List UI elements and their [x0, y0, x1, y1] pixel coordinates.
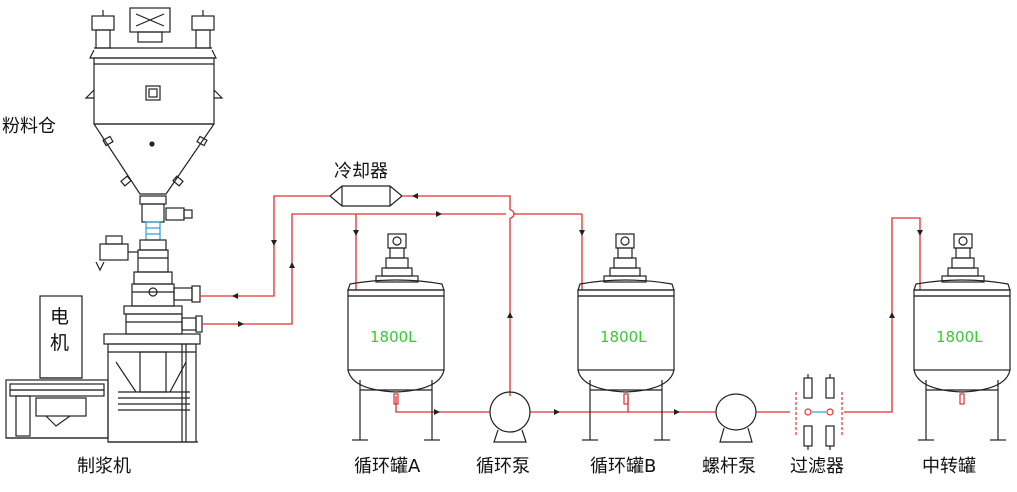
label-tank-b: 循环罐B	[590, 456, 657, 477]
pulper	[103, 271, 203, 443]
circulation-pump	[489, 391, 531, 443]
label-filter: 过滤器	[790, 456, 844, 477]
label-pulper: 制浆机	[77, 456, 131, 477]
label-powder-silo: 粉料仓	[2, 116, 56, 137]
screw-pump	[715, 393, 757, 443]
label-cooler: 冷却器	[334, 161, 388, 182]
tank-a	[347, 233, 445, 441]
filter	[795, 374, 843, 450]
silo-vent-filter-right	[191, 10, 215, 49]
label-tank-a: 循环罐A	[354, 456, 421, 477]
silo-discharge-valve	[95, 195, 193, 273]
transfer-tank-capacity: 1800L	[936, 328, 983, 346]
silo-top-hopper	[129, 7, 171, 43]
silo-vent-filter-left	[91, 10, 115, 49]
tank-b	[577, 233, 675, 441]
label-motor: 电机	[50, 306, 70, 354]
label-circulation-pump: 循环泵	[476, 456, 530, 477]
powder-silo	[84, 7, 224, 195]
motor	[39, 295, 83, 379]
flow-arrows	[232, 193, 923, 415]
transfer-tank	[913, 233, 1011, 441]
cooler	[329, 185, 403, 207]
label-transfer-tank: 中转罐	[922, 456, 976, 477]
tank-a-capacity: 1800L	[370, 328, 417, 346]
pulper-base	[5, 379, 109, 439]
tank-b-capacity: 1800L	[600, 328, 647, 346]
label-screw-pump: 螺杆泵	[702, 456, 756, 477]
